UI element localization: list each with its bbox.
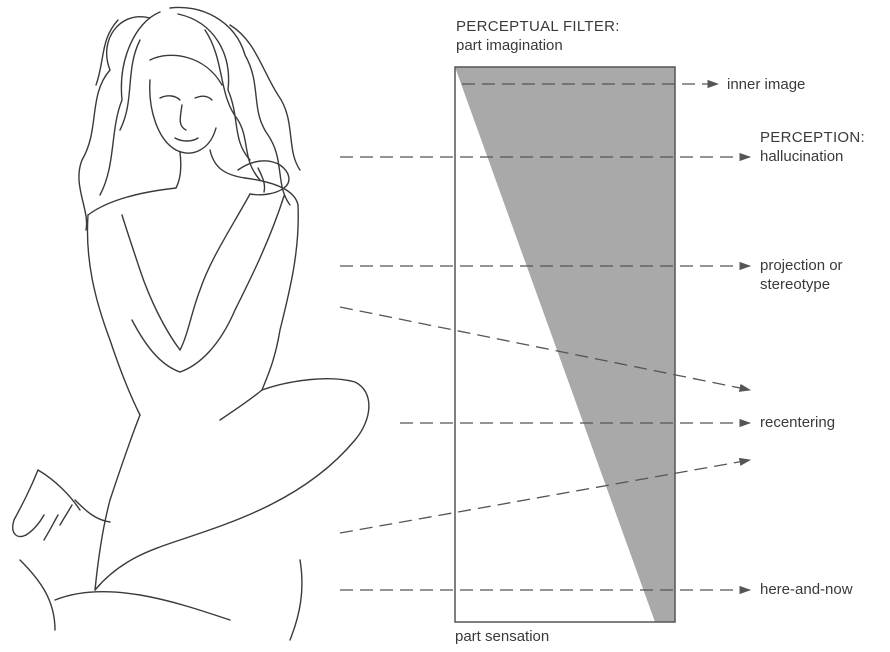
label-recentering: recentering [760, 414, 835, 432]
filter-bottom-label: part sensation [455, 628, 549, 646]
filter-box [455, 67, 675, 622]
imagination-wedge [455, 67, 675, 622]
label-hallucination: hallucination [760, 148, 843, 166]
label-stereotype: stereotype [760, 276, 830, 294]
label-here-and-now: here-and-now [760, 581, 853, 599]
woman-illustration [13, 7, 369, 640]
filter-top-label: part imagination [456, 37, 563, 55]
label-inner-image: inner image [727, 76, 805, 94]
arrow-diagonal-up [340, 460, 750, 533]
filter-title: PERCEPTUAL FILTER: [456, 18, 620, 36]
arrow-diagonal-down [340, 307, 750, 390]
label-perception-heading: PERCEPTION: [760, 129, 865, 147]
label-projection: projection or [760, 257, 843, 275]
